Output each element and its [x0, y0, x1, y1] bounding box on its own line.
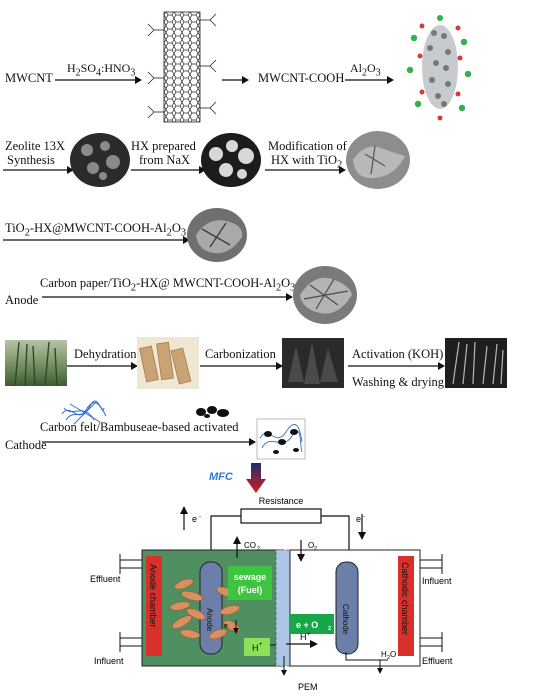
anode-label: Anode	[5, 293, 39, 307]
al2o3-composite-molecule-image	[406, 15, 472, 121]
cathode-formula-label: Carbon felt/Bambuseae-based activated	[40, 420, 239, 434]
cathode-electrode-label: Cathode	[341, 604, 350, 635]
fuel-label: (Fuel)	[238, 585, 263, 595]
mwcnt-cooh-label: MWCNT-COOH	[258, 71, 345, 85]
modification-label-line2: HX with TiO2	[271, 153, 343, 171]
anode-sem-image	[293, 266, 357, 324]
mwcnt-nanotube-image	[147, 11, 217, 123]
cathode-label: Cathode	[5, 438, 47, 452]
sewage-label: sewage	[234, 572, 267, 582]
svg-text:2: 2	[387, 655, 390, 661]
effluent-right-label: Effluent	[422, 656, 453, 666]
dehydrated-bamboo-photo	[137, 337, 199, 389]
arrow-row5-c	[348, 362, 445, 370]
activated-carbon-photo	[445, 338, 507, 388]
zeolite-sem-image	[70, 133, 130, 187]
composite-label: TiO2-HX@MWCNT-COOH-Al2O3	[5, 221, 187, 239]
svg-text:2: 2	[257, 546, 260, 552]
influent-right-label: Influent	[422, 576, 452, 586]
hplus-label: H	[300, 632, 307, 642]
pem-membrane	[275, 549, 291, 667]
electron-small-label: e	[224, 623, 228, 630]
anode-electrode-label: Anode	[205, 608, 214, 632]
electron-label-right: e	[356, 514, 361, 524]
cathode-composite-icon	[256, 418, 306, 460]
cathodic-chamber-label: Cathodic chamber	[400, 562, 410, 635]
arrow-row6	[42, 438, 256, 446]
resistance-resistor	[240, 508, 322, 524]
mwcnt-label: MWCNT	[5, 71, 53, 85]
mfc-diagram: Resistance e - e - Anode chamber Cathodi…	[90, 496, 453, 692]
hplus-box	[244, 638, 270, 656]
activation-label: Activation (KOH)	[352, 347, 444, 361]
hx-label-line1: HX prepared	[131, 139, 196, 153]
h2o-label: H	[381, 650, 387, 659]
bamboo-plant-photo	[5, 340, 67, 387]
acid-label: H2SO4:HNO3	[67, 61, 136, 79]
tio2-hx-sem-image	[346, 131, 410, 189]
al2o3-label: Al2O3	[350, 61, 381, 79]
influent-left-label: Influent	[94, 656, 124, 666]
washing-label: Washing & drying	[352, 375, 445, 389]
arrow-row1-b	[222, 76, 249, 84]
effluent-left-label: Effluent	[90, 574, 121, 584]
hx-sem-image	[201, 133, 261, 187]
anode-formula-label: Carbon paper/TiO2-HX@ MWCNT-COOH-Al2O3	[40, 276, 296, 294]
electron-label-left: e	[192, 514, 197, 524]
zeolite-label-line1: Zeolite 13X	[5, 139, 66, 153]
composite-sem-image	[187, 208, 247, 262]
svg-text:2: 2	[314, 546, 317, 552]
pem-label: PEM	[298, 682, 318, 692]
arrow-row5-b	[200, 362, 283, 370]
o2-label: O	[308, 541, 314, 550]
carbonization-label: Carbonization	[205, 347, 276, 361]
arrow-row5-a	[67, 362, 138, 370]
mfc-title: MFC	[209, 471, 233, 483]
arrow-row2-a	[3, 166, 74, 174]
modification-label-line1: Modification of	[268, 139, 347, 153]
dehydration-label: Dehydration	[74, 347, 137, 361]
zeolite-label-line2: Synthesis	[7, 153, 55, 167]
arrow-row2-c	[265, 166, 346, 174]
activated-carbon-particles-icon	[196, 406, 229, 418]
arrow-row3	[3, 236, 190, 244]
svg-text:+: +	[307, 632, 311, 638]
anode-chamber-label: Anode chamber	[148, 564, 158, 628]
svg-text:-: -	[363, 514, 365, 520]
electron-oxygen-label: e + O	[296, 620, 318, 630]
cathodic-chamber-bar	[398, 556, 414, 656]
svg-text:O: O	[390, 650, 396, 659]
arrow-row1-c	[345, 76, 394, 84]
carbon-felt-fiber-icon	[61, 400, 107, 425]
carbonized-bamboo-photo	[282, 338, 344, 388]
electron-oxygen-box	[290, 614, 334, 634]
arrow-row2-b	[131, 166, 206, 174]
mfc-down-arrow	[246, 463, 266, 493]
arrow-row4	[42, 293, 293, 301]
svg-text:+: +	[259, 642, 263, 648]
hplus-box-label: H	[252, 643, 259, 653]
svg-text:-: -	[199, 514, 201, 520]
sewage-fuel-box	[228, 566, 272, 600]
hx-label-line2: from NaX	[139, 153, 191, 167]
cathode-electrode	[335, 561, 359, 655]
anode-chamber-bar	[146, 556, 162, 656]
co2-label: CO	[244, 541, 256, 550]
svg-text:2: 2	[328, 626, 331, 632]
arrow-row1-a	[55, 76, 142, 84]
resistance-label: Resistance	[259, 496, 304, 506]
